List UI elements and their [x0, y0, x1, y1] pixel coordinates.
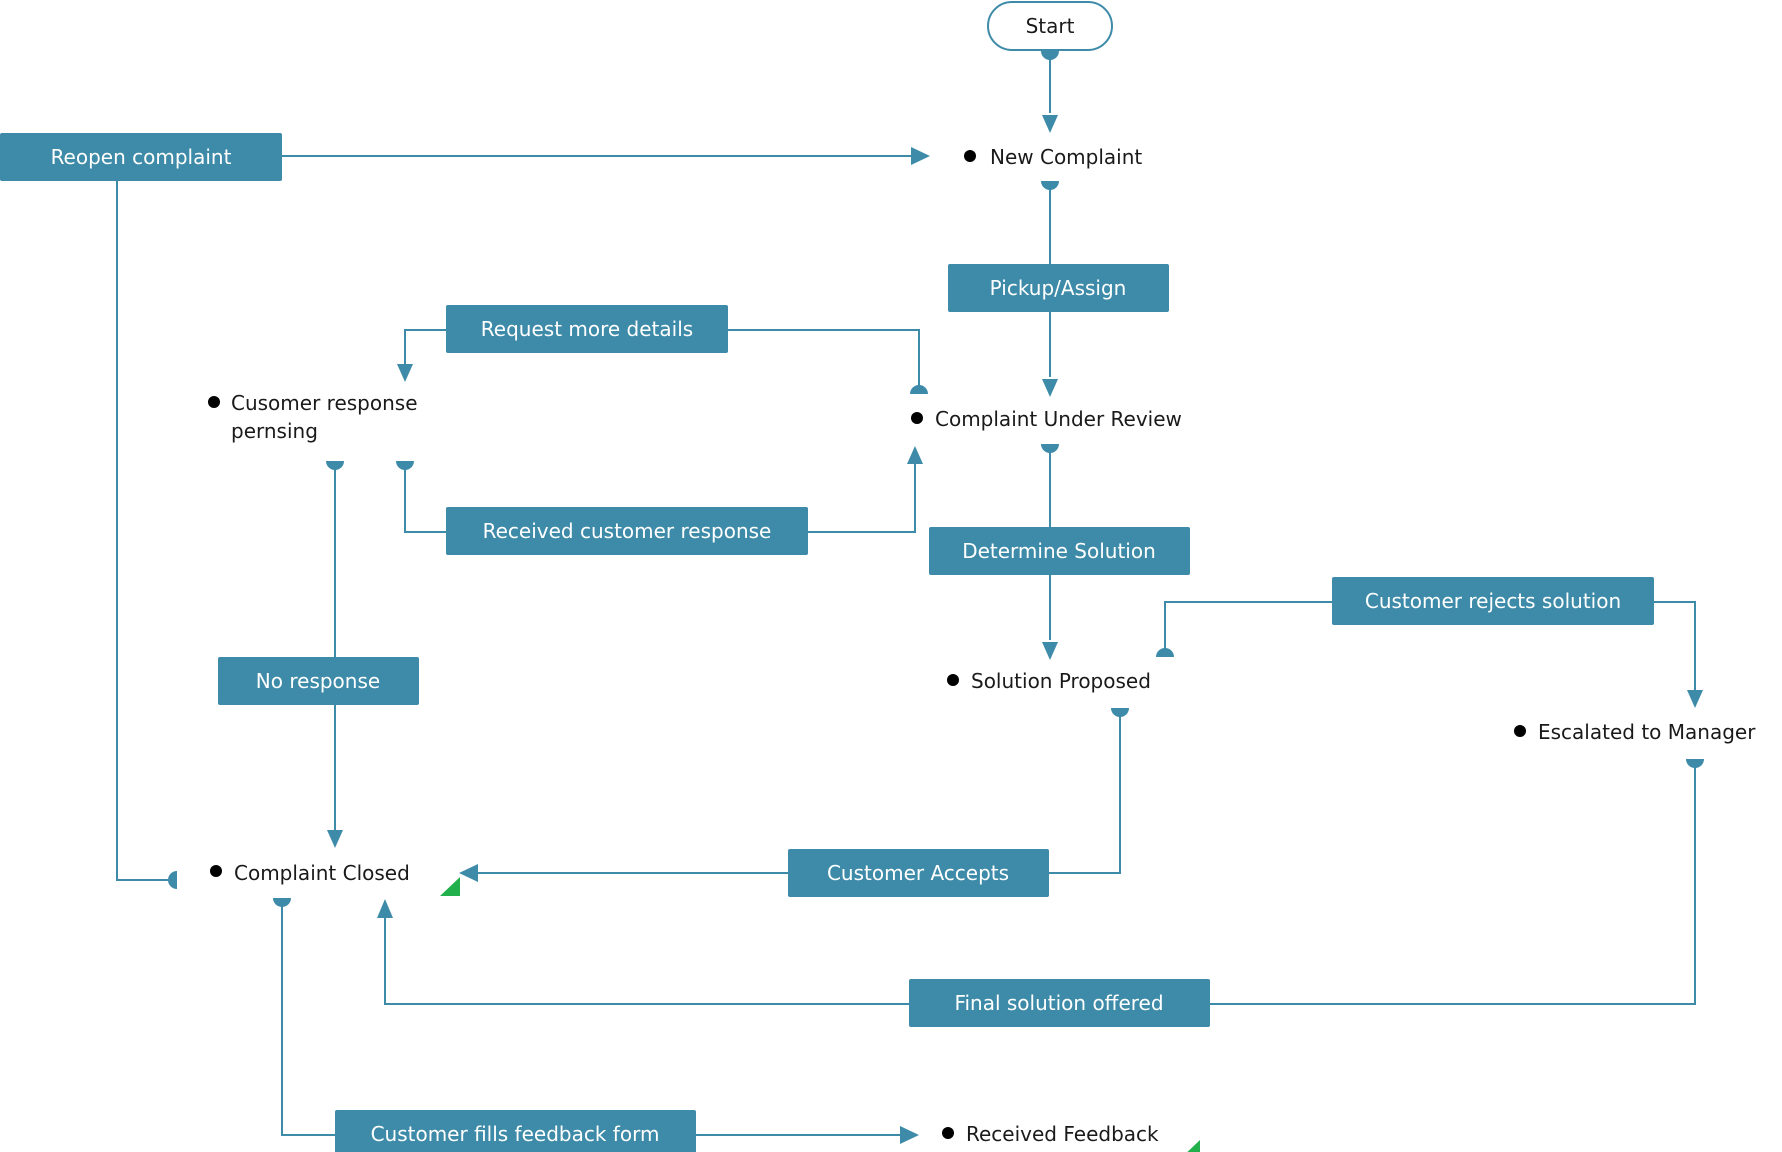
transition-label-customer-fills-feedback-form: Customer fills feedback form	[371, 1122, 660, 1146]
arrowhead-right	[911, 147, 930, 165]
start-label: Start	[1026, 14, 1075, 38]
origin-cap	[273, 898, 291, 907]
transition-label-customer-rejects-solution: Customer rejects solution	[1365, 589, 1621, 613]
transition-box	[446, 507, 808, 555]
origin-cap	[1041, 51, 1059, 60]
transition-label-received-customer-response: Received customer response	[483, 519, 772, 543]
connector-reopen-to-closed	[116, 180, 168, 881]
transition-box	[909, 979, 1210, 1027]
transition-label-reopen-complaint: Reopen complaint	[51, 145, 232, 169]
transition-label-customer-accepts: Customer Accepts	[827, 861, 1009, 885]
transition-box	[948, 264, 1169, 312]
state-label-customer-response-pending-line1: Cusomer response	[231, 391, 418, 415]
arrowhead-up	[907, 446, 923, 464]
transition-label-final-solution-offered: Final solution offered	[954, 991, 1163, 1015]
arrowhead-left	[459, 864, 478, 882]
origin-cap	[1156, 648, 1174, 657]
connectors	[116, 53, 1696, 1136]
state-bullet	[911, 412, 923, 424]
state-received-feedback[interactable]: Received Feedback	[942, 1122, 1200, 1152]
state-bullet	[964, 150, 976, 162]
state-label-received-feedback: Received Feedback	[966, 1122, 1159, 1146]
transition-label-request-more-details: Request more details	[481, 317, 693, 341]
transition-box	[0, 133, 282, 181]
origin-cap	[1041, 444, 1059, 453]
transition-box	[446, 305, 728, 353]
transition-label-pickup-assign: Pickup/Assign	[990, 276, 1127, 300]
arrowhead-down	[1042, 642, 1058, 660]
transition-customer-accepts[interactable]: Customer Accepts	[788, 849, 1049, 897]
connector-closed-to-feedback-form	[281, 905, 335, 1136]
transition-no-response[interactable]: No response	[218, 657, 419, 705]
state-bullet	[208, 396, 220, 408]
transition-box	[1332, 577, 1654, 625]
state-solution-proposed[interactable]: Solution Proposed	[947, 669, 1151, 693]
start-node[interactable]: Start	[987, 1, 1113, 51]
transition-reopen-complaint[interactable]: Reopen complaint	[0, 133, 282, 181]
connector-escalated-to-final	[1210, 761, 1696, 1005]
transition-request-more-details[interactable]: Request more details	[446, 305, 728, 353]
transition-label-determine-solution: Determine Solution	[962, 539, 1156, 563]
transition-pickup-assign[interactable]: Pickup/Assign	[948, 264, 1169, 312]
connector-rejects-to-escalated	[1654, 601, 1696, 692]
transition-box	[788, 849, 1049, 897]
origin-cap	[1041, 181, 1059, 190]
final-state-marker	[1187, 1140, 1200, 1152]
connector-solution-to-accepts	[1049, 712, 1121, 874]
connector-final-to-closed	[384, 917, 909, 1005]
state-bullet	[1514, 725, 1526, 737]
origin-cap	[396, 461, 414, 470]
state-escalated-to-manager[interactable]: Escalated to Manager	[1514, 720, 1756, 744]
state-label-complaint-under-review: Complaint Under Review	[935, 407, 1182, 431]
transition-received-customer-response[interactable]: Received customer response	[446, 507, 808, 555]
arrowhead-down	[1687, 690, 1703, 708]
origin-cap	[326, 461, 344, 470]
connector-request-details-to-pending	[404, 329, 446, 364]
state-bullet	[942, 1127, 954, 1139]
transition-final-solution-offered[interactable]: Final solution offered	[909, 979, 1210, 1027]
state-label-complaint-closed: Complaint Closed	[234, 861, 410, 885]
transition-label-no-response: No response	[256, 669, 380, 693]
transition-box	[335, 1110, 696, 1152]
state-label-escalated-to-manager: Escalated to Manager	[1538, 720, 1756, 744]
transition-box	[218, 657, 419, 705]
connector-origin-caps	[168, 51, 1704, 907]
arrowhead-down	[1042, 115, 1058, 133]
connector-rejects-from-solution	[1164, 601, 1332, 654]
state-label-customer-response-pending-line2: pernsing	[231, 419, 318, 443]
origin-cap	[1686, 759, 1704, 768]
start-node-shape	[987, 1, 1113, 51]
state-complaint-under-review[interactable]: Complaint Under Review	[911, 407, 1182, 431]
state-bullet	[947, 674, 959, 686]
arrowhead-right	[900, 1126, 919, 1144]
state-complaint-closed[interactable]: Complaint Closed	[210, 861, 460, 896]
connector-received-response-to-review	[808, 462, 916, 533]
state-label-solution-proposed: Solution Proposed	[971, 669, 1151, 693]
transition-determine-solution[interactable]: Determine Solution	[929, 527, 1190, 575]
connector-pending-to-received-response	[404, 463, 446, 533]
state-bullet	[210, 865, 222, 877]
transition-customer-rejects-solution[interactable]: Customer rejects solution	[1332, 577, 1654, 625]
transition-customer-fills-feedback-form[interactable]: Customer fills feedback form	[335, 1110, 696, 1152]
arrowheads	[327, 115, 1703, 1144]
arrowhead-down	[327, 830, 343, 848]
arrowhead-down	[1042, 379, 1058, 397]
origin-cap	[168, 871, 177, 889]
state-label-new-complaint: New Complaint	[990, 145, 1142, 169]
origin-cap	[910, 385, 928, 394]
transition-box	[929, 527, 1190, 575]
arrowhead-down	[397, 364, 413, 382]
origin-cap	[1111, 708, 1129, 717]
connector-review-to-request-details	[728, 329, 920, 388]
arrowhead-up	[377, 899, 393, 918]
state-new-complaint[interactable]: New Complaint	[964, 145, 1142, 169]
state-customer-response-pending[interactable]: Cusomer response pernsing	[208, 391, 418, 443]
final-state-marker	[440, 877, 460, 896]
